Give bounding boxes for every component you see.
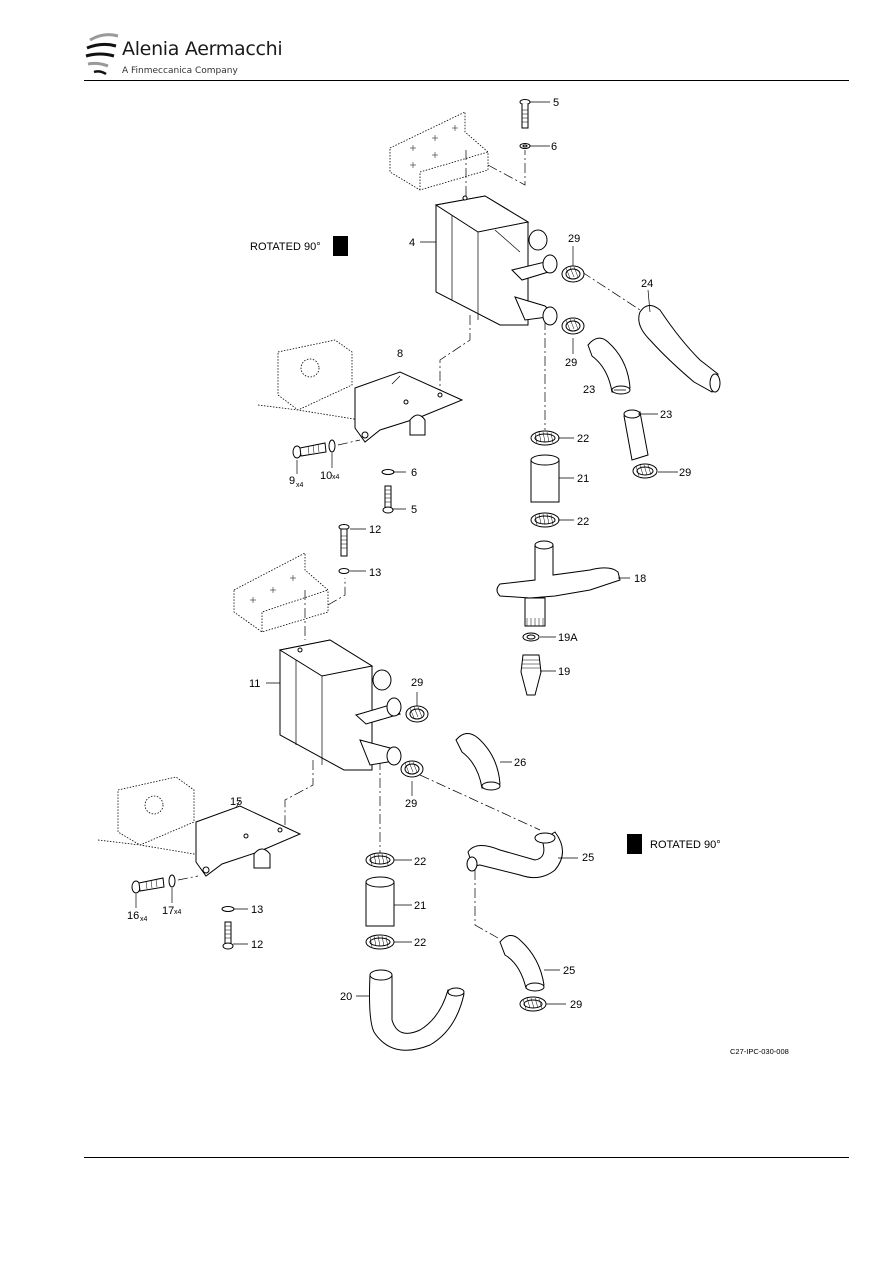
callout-6-lower: 6 bbox=[411, 467, 417, 479]
washer-13-upper bbox=[338, 568, 350, 574]
view-a-letter: A bbox=[336, 243, 344, 255]
screw-12-lower bbox=[222, 921, 234, 950]
callout-5-upper: 5 bbox=[553, 97, 559, 109]
hose-clamp-22-d bbox=[365, 934, 395, 950]
callout-6-upper: 6 bbox=[551, 141, 557, 153]
callout-20: 20 bbox=[340, 991, 352, 1003]
callout-4: 4 bbox=[409, 237, 415, 249]
logo-swoosh-icon bbox=[85, 33, 119, 76]
view-b-label: B ROTATED 90° bbox=[627, 834, 721, 854]
view-b-caption: ROTATED 90° bbox=[650, 839, 721, 851]
washer-10 bbox=[328, 439, 336, 453]
upper-mount-bracket-ghost bbox=[389, 111, 489, 191]
callout-22-c: 22 bbox=[414, 856, 426, 868]
callout-17: 17 bbox=[162, 905, 174, 917]
callout-21-a: 21 bbox=[577, 473, 589, 485]
sleeve-21-b bbox=[365, 876, 395, 927]
hose-26 bbox=[455, 733, 501, 791]
callout-16: 16 bbox=[127, 910, 139, 922]
hose-23-short bbox=[623, 409, 649, 461]
callout-29-e: 29 bbox=[405, 798, 417, 810]
callout-26: 26 bbox=[514, 757, 526, 769]
callout-21-b: 21 bbox=[414, 900, 426, 912]
hose-clamp-29-b bbox=[561, 317, 585, 335]
callout-11: 11 bbox=[249, 678, 260, 690]
hose-20 bbox=[369, 969, 465, 1051]
lower-mount-bracket-ghost bbox=[233, 552, 329, 633]
hose-25-lower bbox=[499, 935, 545, 992]
hose-clamp-29-d bbox=[405, 705, 429, 723]
callout-13-upper: 13 bbox=[369, 567, 381, 579]
view-a-badge bbox=[333, 236, 348, 256]
heater-unit-11 bbox=[278, 639, 402, 771]
callout-9-qty: x4 bbox=[296, 482, 304, 489]
washer-6-upper bbox=[519, 143, 531, 149]
callout-19a: 19A bbox=[558, 632, 578, 644]
hose-clamp-22-b bbox=[530, 512, 560, 528]
callout-29-c: 29 bbox=[679, 467, 691, 479]
screw-5-lower bbox=[382, 485, 394, 514]
view-a-label: ROTATED 90° A bbox=[250, 236, 348, 256]
sleeve-21-a bbox=[530, 454, 560, 503]
callout-29-a: 29 bbox=[568, 233, 580, 245]
screw-5-upper bbox=[519, 99, 531, 129]
bracket-15 bbox=[97, 776, 302, 877]
header-rule bbox=[84, 80, 849, 81]
screw-9 bbox=[292, 442, 327, 459]
callout-12-lower: 12 bbox=[251, 939, 263, 951]
callout-13-lower: 13 bbox=[251, 904, 263, 916]
hose-clamp-29-c bbox=[632, 463, 658, 479]
callout-5-lower: 5 bbox=[411, 504, 417, 516]
callout-25-upper: 25 bbox=[582, 852, 594, 864]
heater-unit-4 bbox=[434, 195, 558, 326]
hose-clamp-29-f bbox=[519, 996, 547, 1012]
callout-10: 10 bbox=[320, 470, 332, 482]
callout-17-qty: x4 bbox=[174, 909, 182, 916]
nozzle-19 bbox=[520, 654, 542, 696]
callout-15: 15 bbox=[230, 796, 242, 808]
callout-9: 9 bbox=[289, 475, 295, 487]
callout-16-qty: x4 bbox=[140, 916, 148, 923]
hose-24 bbox=[638, 305, 721, 393]
hose-clamp-22-c bbox=[365, 852, 395, 868]
washer-6-lower bbox=[381, 469, 395, 475]
washer-19a bbox=[522, 632, 540, 642]
callout-12-upper: 12 bbox=[369, 524, 381, 536]
callout-24: 24 bbox=[641, 278, 653, 290]
tee-fitting-18 bbox=[496, 540, 621, 627]
hose-clamp-29-e bbox=[400, 760, 424, 778]
callout-23-b: 23 bbox=[660, 409, 672, 421]
brand-tagline: A Finmeccanica Company bbox=[122, 66, 238, 76]
washer-17 bbox=[168, 874, 176, 888]
callout-18: 18 bbox=[634, 573, 646, 585]
callout-25-lower: 25 bbox=[563, 965, 575, 977]
callout-22-a: 22 bbox=[577, 433, 589, 445]
view-b-letter: B bbox=[630, 841, 638, 853]
hose-clamp-29-a bbox=[561, 265, 585, 283]
callout-29-b: 29 bbox=[565, 357, 577, 369]
callout-23-a: 23 bbox=[583, 384, 595, 396]
hose-25-upper bbox=[466, 831, 563, 879]
screw-16 bbox=[131, 877, 165, 894]
hose-clamp-22-a bbox=[530, 430, 560, 446]
view-a-caption: ROTATED 90° bbox=[250, 241, 321, 253]
callout-10-qty: x4 bbox=[332, 474, 340, 481]
brand-name: Alenia Aermacchi bbox=[122, 38, 283, 60]
footer-rule bbox=[84, 1157, 849, 1158]
figure-reference: C27-IPC-030-008 bbox=[730, 1047, 789, 1056]
view-b-badge bbox=[627, 834, 642, 854]
washer-13-lower bbox=[221, 906, 235, 912]
callout-29-d: 29 bbox=[411, 677, 423, 689]
callout-22-b: 22 bbox=[577, 516, 589, 528]
company-logo: Alenia Aermacchi A Finmeccanica Company bbox=[84, 24, 304, 80]
callout-29-f: 29 bbox=[570, 999, 582, 1011]
callout-8: 8 bbox=[397, 348, 403, 360]
callout-19: 19 bbox=[558, 666, 570, 678]
bracket-8 bbox=[257, 339, 464, 443]
screw-12-upper bbox=[338, 524, 350, 557]
callout-22-d: 22 bbox=[414, 937, 426, 949]
